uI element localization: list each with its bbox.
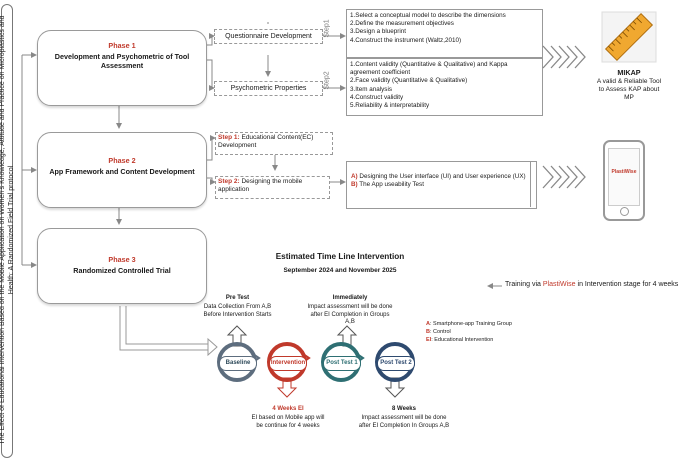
step2-tag: Step 2:	[218, 178, 240, 185]
legend-tag: A	[426, 321, 430, 327]
mobile-app-design-box: Step 2: Designing the mobile application	[215, 176, 330, 199]
step2-item: 2.Face validity (Quantitative & Qualitat…	[350, 77, 468, 85]
step2-item: 3.Item analysis	[350, 85, 392, 93]
weeks8-text: Impact assessment will be done after EI …	[358, 415, 450, 429]
weeks4-title: 4 Weeks EI	[272, 406, 304, 412]
b-tag: B)	[351, 181, 358, 189]
stage-baseline: Baseline	[219, 356, 257, 371]
step1-tag: Step 1:	[218, 134, 240, 141]
training-prefix: Training via	[505, 281, 543, 288]
mikap-description: A valid & Reliable Tool to Assess KAP ab…	[596, 78, 662, 101]
weeks8-title: 8 Weeks	[392, 406, 416, 412]
phase-2-label: Phase 2	[108, 156, 136, 165]
step1-item: 4.Construct the instrument (Waltz,2010)	[350, 36, 462, 44]
immediately-title: Immediately	[332, 295, 368, 301]
step1-label: Step1	[323, 19, 331, 38]
step2-item: 1.Content validity (Quantitative & Quali…	[350, 61, 508, 77]
psychometric-properties-box: Psychometric Properties	[214, 81, 323, 96]
phase-3-title: Randomized Controlled Trial	[73, 266, 171, 275]
legend-tag: EI	[426, 337, 432, 343]
step2-item: 4.Construct validity	[350, 93, 404, 101]
phone-icon: PlastiWise	[603, 140, 645, 221]
step2-label: Step2	[323, 71, 331, 90]
questionnaire-development-box: Questionnaire Development	[214, 29, 323, 44]
legend-text: : Control	[429, 329, 451, 335]
step1-item: 1.Select a conceptual model to describe …	[350, 12, 506, 19]
phase-1-label: Phase 1	[108, 41, 136, 50]
legend: A: Smartphone-app Training Group B: Cont…	[426, 320, 512, 344]
weeks4-text: EI based on Mobile app will be continue …	[251, 415, 325, 429]
training-app: PlastiWise	[542, 281, 576, 288]
legend-text: : Smartphone-app Training Group	[429, 321, 512, 327]
title-bracket	[1, 4, 13, 458]
ruler-icon	[601, 11, 657, 63]
step1-item: 2.Define the measurement objectives	[350, 20, 454, 28]
step2-items-box: 1.Content validity (Quantitative & Quali…	[346, 58, 543, 116]
step2-item: 5.Reliability & interpretability	[350, 102, 430, 110]
step1-item: 3.Design a blueprint	[350, 28, 407, 36]
mikap-title: MIKAP	[617, 68, 641, 77]
app-name: PlastiWise	[611, 169, 637, 175]
step1-text: Educational Content(EC) Development	[218, 134, 314, 149]
timeline-title: Estimated Time Line Intervention	[275, 252, 405, 261]
legend-text: : Educational Intervention	[431, 337, 494, 343]
b-text: The App useability Test	[359, 181, 424, 189]
phase-3-box: Phase 3 Randomized Controlled Trial	[37, 228, 207, 304]
phase-2-title: App Framework and Content Development	[49, 167, 195, 176]
timeline-graphic	[217, 325, 415, 398]
a-text: Designing the User interface (UI) and Us…	[359, 173, 526, 180]
stage-post-test-2: Post Test 2	[377, 356, 415, 371]
step2-text: Designing the mobile application	[218, 178, 303, 193]
pretest-title: Pre Test	[225, 295, 250, 301]
training-suffix: in Intervention stage for 4 weeks	[575, 281, 679, 288]
phase-3-label: Phase 3	[108, 255, 136, 264]
chevron-arrows-icon	[542, 165, 586, 189]
stage-post-test-1: Post Test 1	[323, 356, 361, 371]
educational-content-box: Step 1: Educational Content(EC) Developm…	[215, 132, 333, 155]
legend-tag: B	[426, 329, 430, 335]
a-tag: A)	[351, 173, 358, 180]
phase-1-box: Phase 1 Development and Psychometric of …	[37, 30, 207, 106]
step1-items-box: 1.Select a conceptual model to describe …	[346, 9, 543, 58]
stage-intervention: Intervention	[269, 356, 307, 371]
phase-2-box: Phase 2 App Framework and Content Develo…	[37, 132, 207, 208]
training-note: Training via PlastiWise in Intervention …	[505, 281, 685, 288]
pretest-text: Data Collection From A,B Before Interven…	[203, 304, 272, 318]
timeline-subtitle: September 2024 and November 2025	[283, 267, 397, 274]
ui-ux-box: A) Designing the User interface (UI) and…	[346, 161, 537, 209]
phase-1-title: Development and Psychometric of Tool Ass…	[54, 52, 190, 70]
chevron-arrows-icon	[542, 45, 586, 69]
immediately-text: Impact assessment will be done after EI …	[307, 304, 393, 325]
